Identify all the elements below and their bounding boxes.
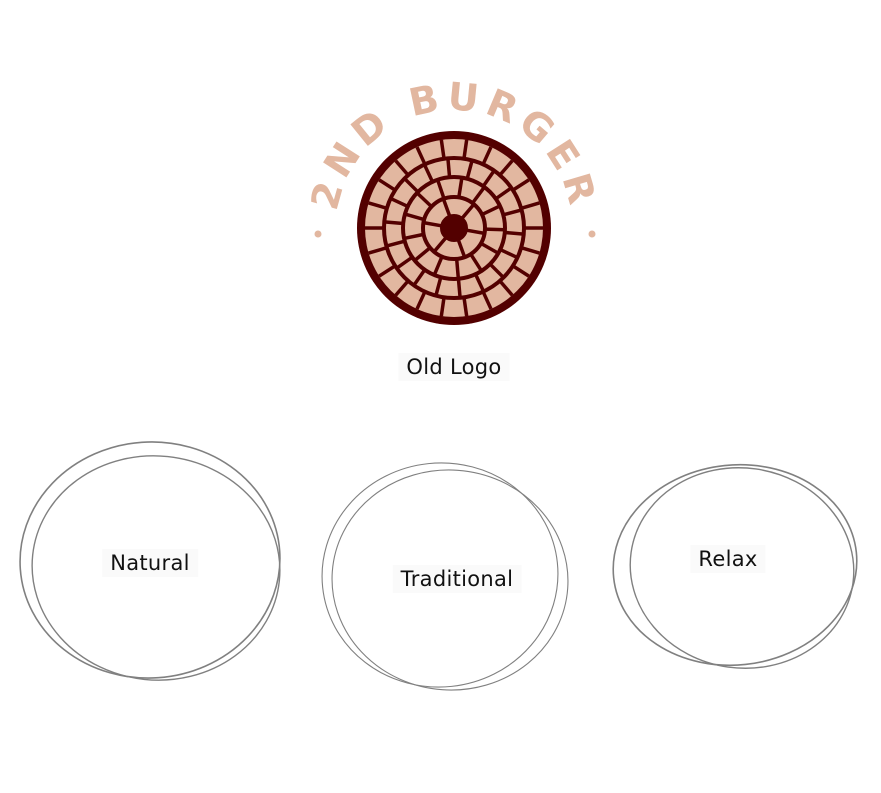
logo-tile-gap <box>368 201 388 210</box>
logo-tile-gap <box>412 268 427 287</box>
logo-tile-gap <box>504 230 524 236</box>
logo-tile-gap <box>511 178 530 192</box>
keyword-natural: Natural <box>102 549 198 577</box>
logo-tile-gap <box>403 177 420 194</box>
logo-tile-gap <box>378 264 397 278</box>
logo-tile-gap <box>469 253 483 272</box>
logo-tile-gap <box>460 203 476 220</box>
logo-tile-gap <box>465 228 485 236</box>
logo-mosaic <box>357 131 551 325</box>
logo-tile-gap <box>481 146 493 166</box>
logo-tile-gap <box>457 177 464 198</box>
logo-tile-gap <box>481 290 493 310</box>
logo-tile-gap <box>520 246 540 255</box>
logo-ring-line <box>401 175 507 281</box>
sketch-circle-natural <box>19 441 281 679</box>
logo-tile-gap <box>499 247 519 260</box>
logo-tile-gap <box>488 262 505 279</box>
keyword-traditional: Traditional <box>392 565 522 593</box>
keyword-relax: Relax <box>690 545 766 573</box>
logo-tile-gap <box>456 238 467 258</box>
logo-tile-gap <box>502 208 523 217</box>
sketch-circle-traditional <box>321 462 559 688</box>
logo-tile-gap <box>473 273 486 293</box>
sketch-circle-natural-overstroke <box>31 455 281 681</box>
logo-tile-gap <box>423 220 443 228</box>
logo-tile-gap <box>465 159 474 180</box>
logo-tile-gap <box>394 279 410 297</box>
logo-tile-gap <box>481 169 496 188</box>
logo-tile-gap <box>454 258 461 279</box>
logo-tile-gap <box>480 241 500 255</box>
logo-tile-gap <box>441 198 452 218</box>
logo-tile-gap <box>403 232 425 241</box>
logo-tile-gap <box>415 290 427 310</box>
logo-tile-gap <box>462 139 469 159</box>
logo-ring-line <box>440 214 468 242</box>
logo-tile-gap <box>494 186 513 201</box>
sketch-circle-relax <box>612 463 858 667</box>
logo-tile-gap <box>498 279 514 297</box>
logo-dot-right <box>588 230 596 238</box>
old-logo: 2ND BURGER <box>302 74 600 325</box>
logo-tile-gap <box>368 246 388 255</box>
logo-tile-gap <box>384 220 404 226</box>
logo-tile-gap <box>456 278 462 298</box>
old-logo-caption: Old Logo <box>398 353 510 381</box>
logo-tile-gap <box>462 297 469 317</box>
logo-tile-gap <box>394 159 410 177</box>
logo-tile-gap <box>385 239 406 248</box>
logo-tile-gap <box>439 297 446 317</box>
logo-tile-gap <box>434 276 443 297</box>
logo-tile-gap <box>432 236 448 253</box>
logo-ring-line <box>421 195 487 261</box>
logo-tile-gap <box>481 204 501 217</box>
keyword-circles <box>19 441 858 691</box>
logo-tile-gap <box>446 158 452 178</box>
logo-tile-gap <box>422 163 435 183</box>
logo-tile-gap <box>415 191 433 208</box>
logo-tile-gap <box>439 139 446 159</box>
logo-tile-gap <box>389 196 409 209</box>
logo-tile-gap <box>395 255 414 270</box>
logo-center-dot <box>443 217 465 239</box>
logo-tile-gap <box>378 178 397 192</box>
sketch-circle-relax-overstroke <box>629 467 855 669</box>
logo-tile-gap <box>435 179 446 200</box>
logo-tile-gap <box>498 159 514 177</box>
logo-tile-gap <box>415 146 427 166</box>
logo-tile-gap <box>432 255 444 276</box>
sketch-circle-traditional-overstroke <box>331 469 569 691</box>
logo-tile-gap <box>404 212 425 222</box>
logo-tile-gap <box>413 246 432 262</box>
logo-tile-gap <box>511 264 530 278</box>
logo-dot-left <box>314 230 322 238</box>
logo-tile-gap <box>484 227 506 232</box>
logo-tile-gap <box>520 201 540 210</box>
logo-tile-gap <box>471 186 486 205</box>
